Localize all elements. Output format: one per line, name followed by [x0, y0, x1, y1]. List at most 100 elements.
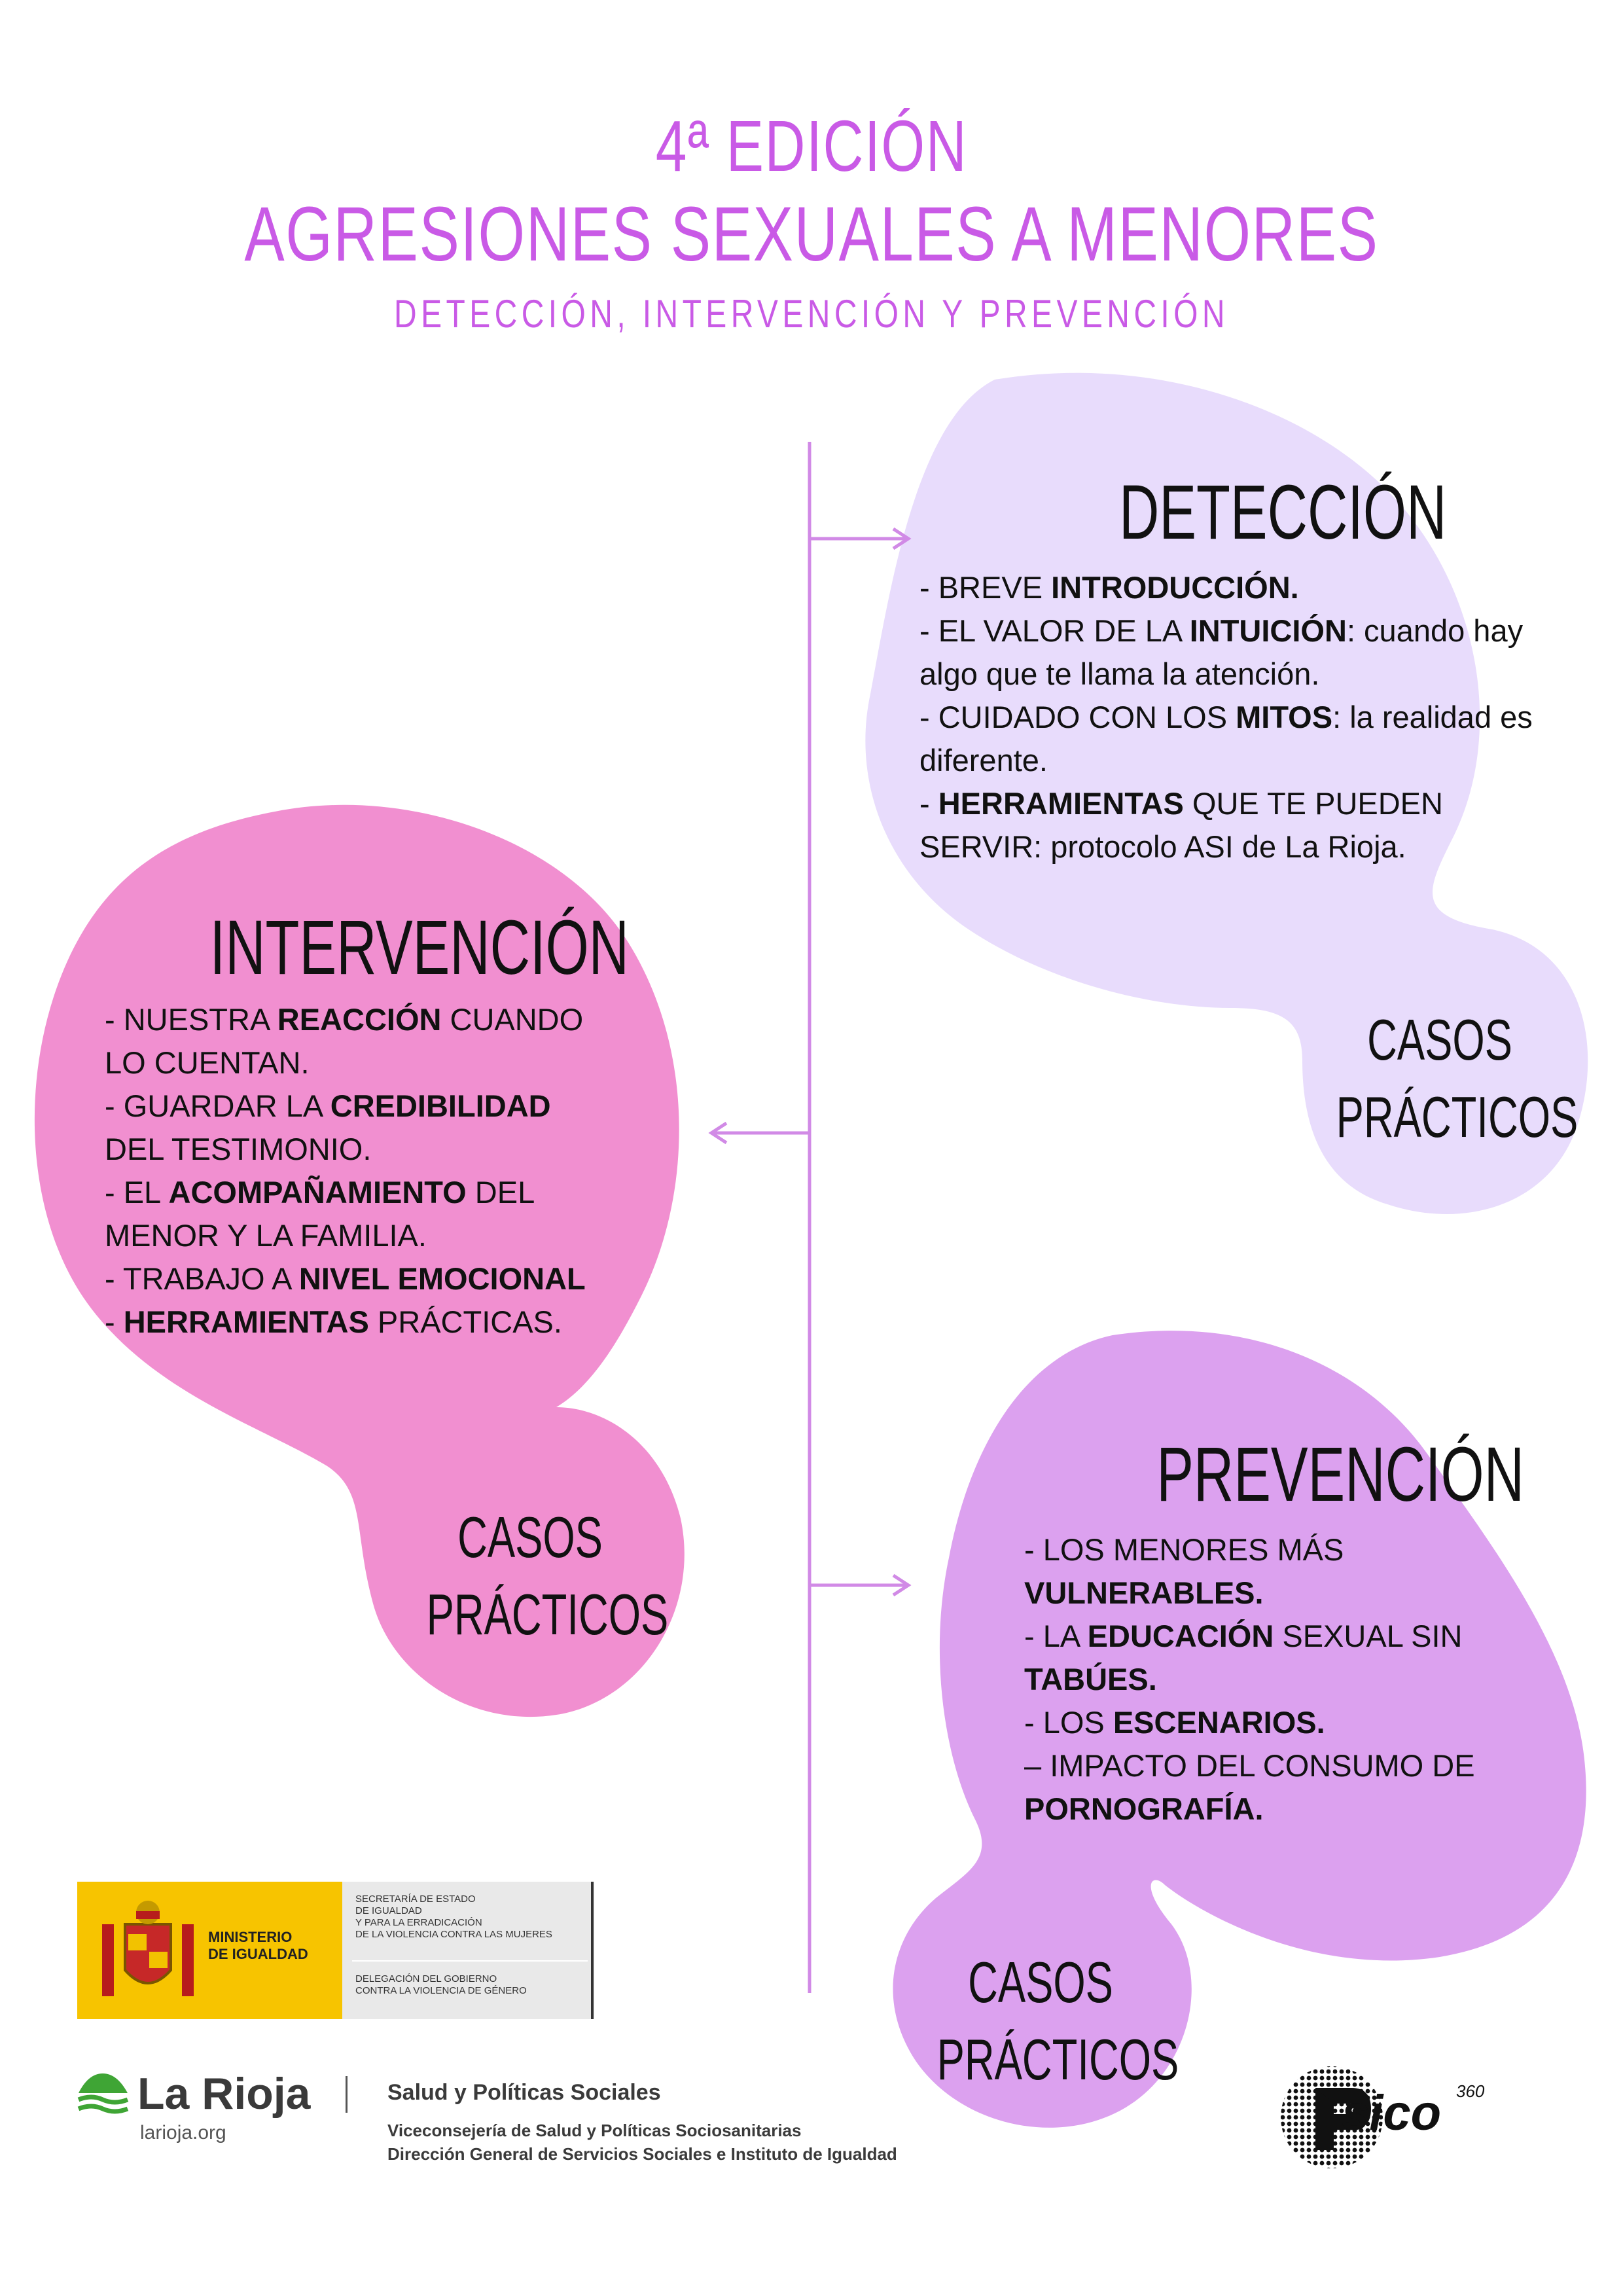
list-item: PORNOGRAFÍA. [1024, 1787, 1475, 1831]
intervencion-title: INTERVENCIÓN [209, 905, 630, 991]
item-text: algo que te llama la atención. [919, 656, 1320, 691]
list-item: - LA EDUCACIÓN SEXUAL SIN [1024, 1615, 1475, 1658]
item-text: DEL [466, 1175, 535, 1210]
list-item: diferente. [919, 739, 1533, 782]
ministry-label-line-1: MINISTERIO [208, 1929, 293, 1945]
list-item: TABÚES. [1024, 1658, 1475, 1701]
intervencion-blob [34, 804, 685, 1717]
item-text: - EL VALOR DE LA [919, 613, 1190, 648]
item-text: - LOS MENORES MÁS [1024, 1532, 1344, 1567]
deteccion-list: - BREVE INTRODUCCIÓN.- EL VALOR DE LA IN… [919, 566, 1533, 869]
delegacion-label: DELEGACIÓN DEL GOBIERNO CONTRA LA VIOLEN… [355, 1973, 527, 1997]
la-rioja-url: larioja.org [140, 2122, 226, 2144]
sec-line-1: SECRETARÍA DE ESTADO [355, 1893, 476, 1905]
list-item: algo que te llama la atención. [919, 653, 1533, 696]
prevencion-blob [893, 1331, 1586, 2128]
coat-of-arms-icon [102, 1901, 194, 1996]
bold-keyword: HERRAMIENTAS [938, 786, 1184, 821]
secretaria-label: SECRETARÍA DE ESTADO DE IGUALDAD Y PARA … [355, 1893, 552, 1941]
item-text: LO CUENTAN. [105, 1045, 310, 1080]
item-text: - TRABAJO A [105, 1261, 299, 1296]
casos-label-1: CASOS [1367, 1007, 1512, 1072]
sec-line-4: DE LA VIOLENCIA CONTRA LAS MUJERES [355, 1929, 552, 1940]
casos-label-1: CASOS [457, 1505, 603, 1570]
casos-label-1: CASOS [968, 1950, 1113, 2015]
prevencion-title: PREVENCIÓN [1156, 1431, 1524, 1518]
list-item: - HERRAMIENTAS PRÁCTICAS. [105, 1300, 586, 1344]
sec-line-3: Y PARA LA ERRADICACIÓN [355, 1917, 482, 1928]
list-item: - GUARDAR LA CREDIBILIDAD [105, 1085, 586, 1128]
footer-separator [346, 2076, 348, 2113]
bold-keyword: HERRAMIENTAS [123, 1304, 369, 1339]
list-item: - HERRAMIENTAS QUE TE PUEDEN [919, 782, 1533, 825]
bold-keyword: TABÚES. [1024, 1662, 1157, 1696]
bold-keyword: NIVEL EMOCIONAL [298, 1261, 586, 1296]
list-item: - LOS MENORES MÁS [1024, 1528, 1475, 1571]
arrow-to-intervencion [708, 1121, 810, 1145]
list-item: VULNERABLES. [1024, 1571, 1475, 1615]
la-rioja-logo-icon [77, 2073, 129, 2114]
ministry-label-line-2: DE IGUALDAD [208, 1946, 308, 1962]
salud-line-2: Dirección General de Servicios Sociales … [387, 2144, 897, 2164]
la-rioja-name: La Rioja [137, 2069, 311, 2119]
item-text: - BREVE [919, 570, 1052, 605]
ministry-label: MINISTERIO DE IGUALDAD [208, 1929, 308, 1963]
prevencion-casos-practicos: CASOS PRÁCTICOS [937, 1944, 1179, 2098]
item-text: - LA [1024, 1619, 1088, 1653]
item-text: - NUESTRA [105, 1002, 277, 1037]
deteccion-casos-practicos: CASOS PRÁCTICOS [1336, 1001, 1578, 1156]
del-line-2: CONTRA LA VIOLENCIA DE GÉNERO [355, 1985, 527, 1996]
item-text: SERVIR: protocolo ASI de La Rioja. [919, 829, 1406, 864]
sec-line-2: DE IGUALDAD [355, 1905, 422, 1916]
salud-line-1: Viceconsejería de Salud y Políticas Soci… [387, 2121, 802, 2140]
intervencion-list: - NUESTRA REACCIÓN CUANDO LO CUENTAN. - GU… [105, 998, 586, 1344]
prevencion-list: - LOS MENORES MÁS VULNERABLES. - LA EDUCAC… [1024, 1528, 1475, 1831]
list-item: - EL ACOMPAÑAMIENTO DEL [105, 1171, 586, 1214]
bold-keyword: EDUCACIÓN [1087, 1619, 1274, 1653]
item-text: - [105, 1304, 124, 1339]
item-text: DEL TESTIMONIO. [105, 1132, 372, 1166]
list-item: – IMPACTO DEL CONSUMO DE [1024, 1744, 1475, 1787]
ministry-divider [352, 1960, 588, 1962]
arrow-to-deteccion [810, 527, 912, 550]
bold-keyword: ACOMPAÑAMIENTO [168, 1175, 467, 1210]
bold-keyword: PORNOGRAFÍA. [1024, 1791, 1264, 1826]
psico360-logo-icon [1281, 2066, 1383, 2168]
list-item: DEL TESTIMONIO. [105, 1128, 586, 1171]
casos-label-2: PRÁCTICOS [1336, 1085, 1578, 1149]
bold-keyword: CREDIBILIDAD [330, 1088, 551, 1123]
list-item: - LOS ESCENARIOS. [1024, 1701, 1475, 1744]
item-text: - LOS [1024, 1705, 1113, 1740]
item-text: PRÁCTICAS. [368, 1304, 562, 1339]
item-text: CUANDO [441, 1002, 584, 1037]
list-item: - BREVE INTRODUCCIÓN. [919, 566, 1533, 609]
list-item: - EL VALOR DE LA INTUICIÓN: cuando hay [919, 609, 1533, 653]
psico-superscript: 360 [1456, 2081, 1485, 2101]
edition-title: 4ª EDICIÓN [655, 106, 968, 187]
intervencion-casos-practicos: CASOS PRÁCTICOS [427, 1499, 669, 1653]
deteccion-title: DETECCIÓN [1119, 469, 1447, 556]
item-text: QUE TE PUEDEN [1183, 786, 1443, 821]
bold-keyword: INTUICIÓN [1189, 613, 1347, 648]
item-text: - GUARDAR LA [105, 1088, 330, 1123]
list-item: SERVIR: protocolo ASI de La Rioja. [919, 825, 1533, 869]
ministry-yellow-panel [77, 1882, 342, 2019]
page-title: AGRESIONES SEXUALES A MENORES [244, 191, 1379, 278]
item-text: - CUIDADO CON LOS [919, 700, 1236, 734]
list-item: MENOR Y LA FAMILIA. [105, 1214, 586, 1257]
list-item: - CUIDADO CON LOS MITOS: la realidad es [919, 696, 1533, 739]
bold-keyword: REACCIÓN [277, 1002, 442, 1037]
ministerio-igualdad-logo: MINISTERIO DE IGUALDAD SECRETARÍA DE EST… [77, 1882, 594, 2019]
del-line-1: DELEGACIÓN DEL GOBIERNO [355, 1973, 497, 1984]
item-text: : la realidad es [1332, 700, 1533, 734]
item-text: MENOR Y LA FAMILIA. [105, 1218, 427, 1253]
item-text: – IMPACTO DEL CONSUMO DE [1024, 1748, 1475, 1783]
ministry-grey-panel [342, 1882, 594, 2019]
item-text: : cuando hay [1346, 613, 1524, 648]
arrow-to-prevencion [810, 1573, 912, 1597]
item-text: - EL [105, 1175, 169, 1210]
bold-keyword: INTRODUCCIÓN. [1051, 570, 1299, 605]
bold-keyword: VULNERABLES. [1024, 1575, 1264, 1610]
psico-name: sico [1342, 2085, 1442, 2141]
